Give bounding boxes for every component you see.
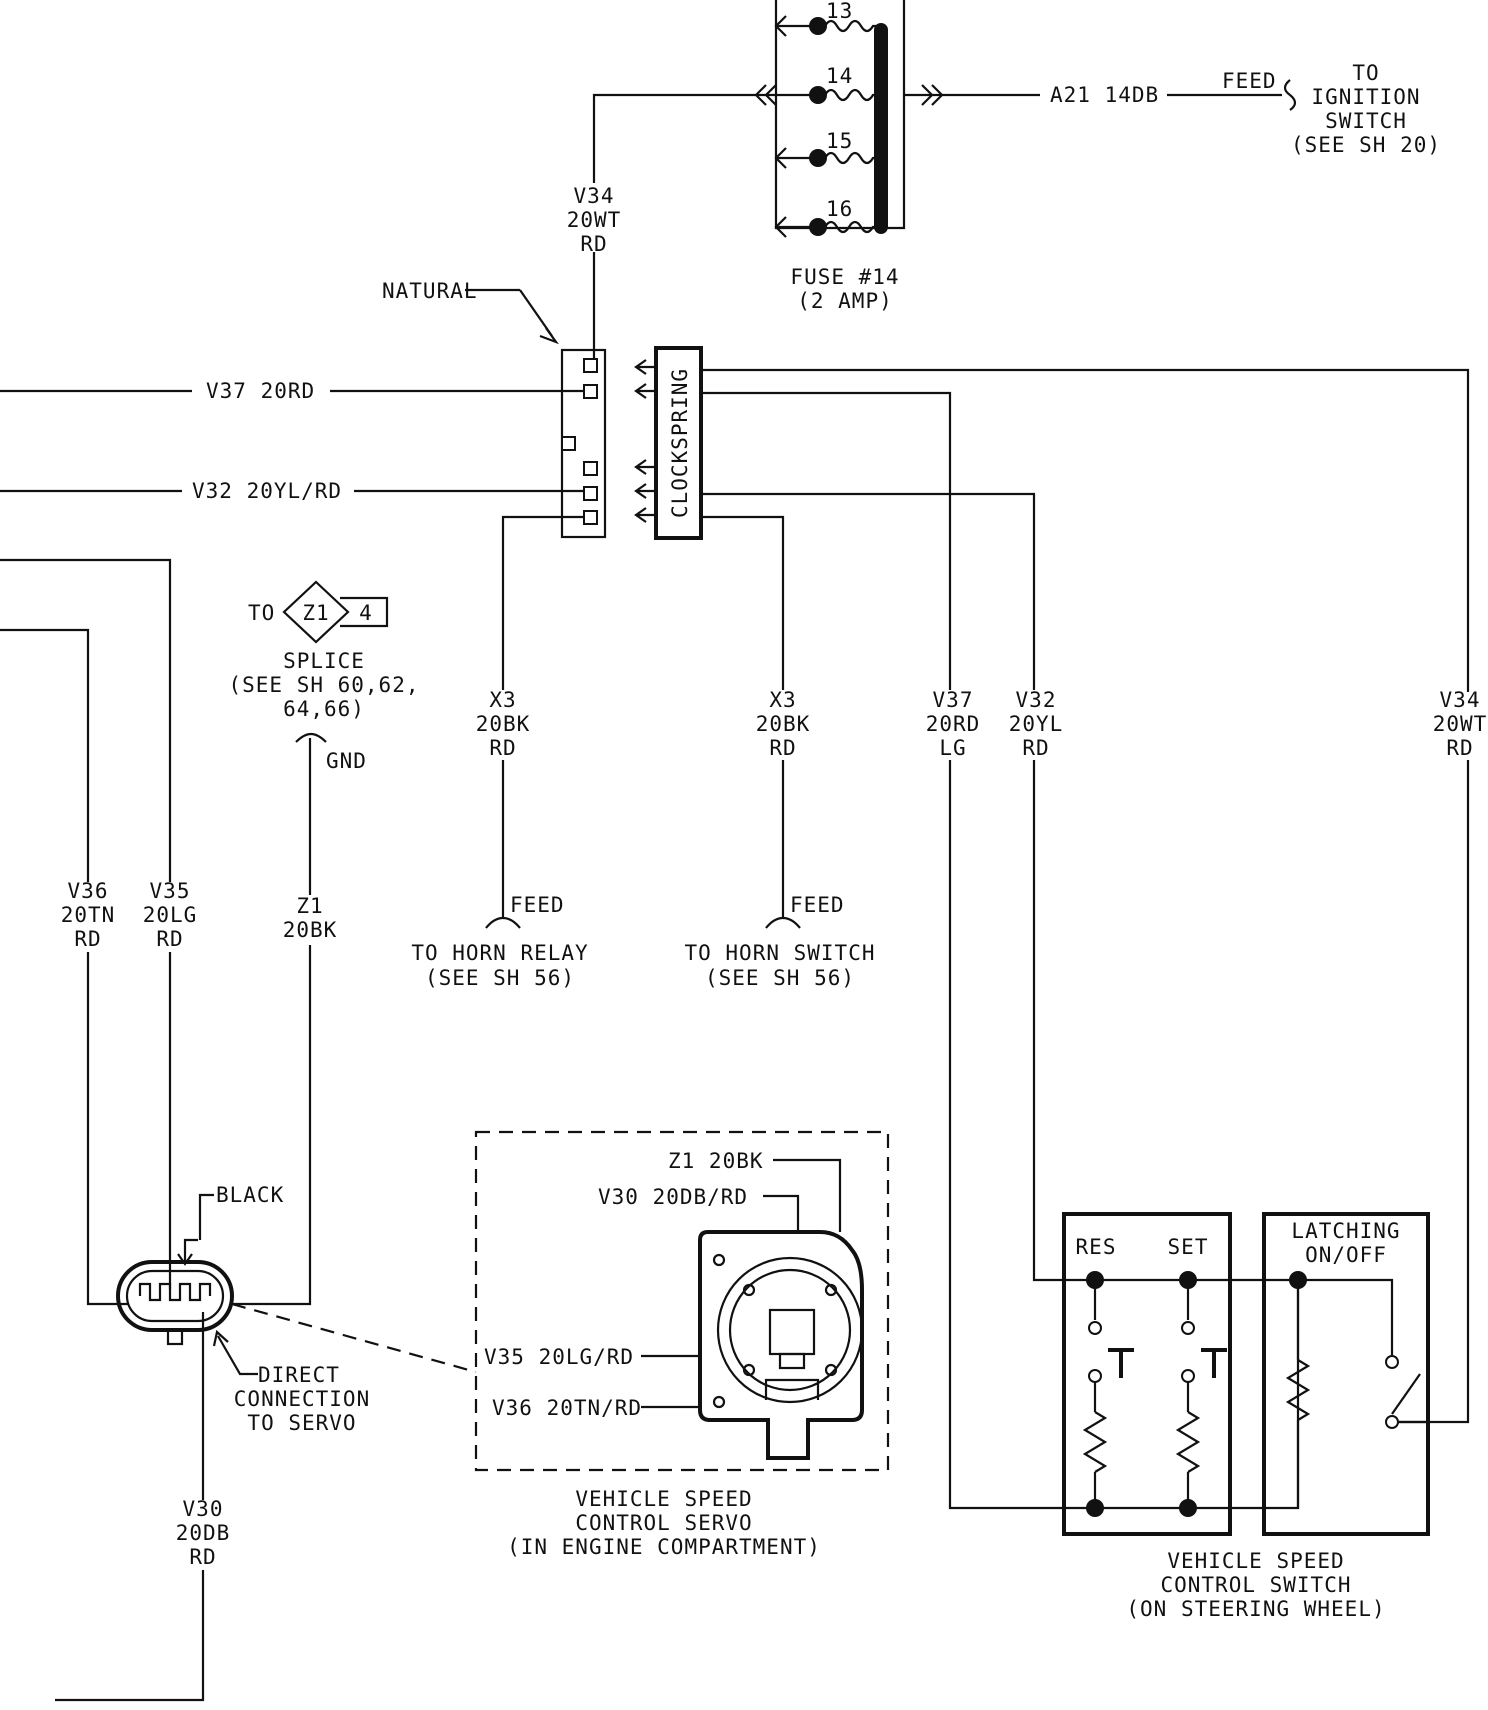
servo-connector-black: BLACK DIRECT CONNECTION TO SERVO (116, 1183, 370, 1435)
switch-caption-2: CONTROL SWITCH (1160, 1573, 1351, 1597)
wire-v30: V30 20DB RD (55, 1312, 231, 1702)
wire-x3-b-2: 20BK (756, 712, 811, 736)
fuse-pin-15: 15 (826, 129, 853, 153)
switch-latching-1: LATCHING (1291, 1219, 1400, 1243)
splice-label: SPLICE (283, 649, 365, 673)
wire-v32-right-2: 20YL (1009, 712, 1064, 736)
wire-x3-b-1: X3 (769, 688, 796, 712)
wire-v30-2: 20DB (176, 1521, 231, 1545)
natural-label: NATURAL (382, 279, 478, 303)
servo-caption-3: (IN ENGINE COMPARTMENT) (507, 1535, 821, 1559)
switch-latching-2: ON/OFF (1305, 1243, 1387, 1267)
switch-caption-1: VEHICLE SPEED (1167, 1549, 1344, 1573)
horn-relay-to-1: TO HORN RELAY (411, 941, 588, 965)
wire-v30-1: V30 (183, 1497, 224, 1521)
wire-v34-right-1: V34 (1440, 688, 1481, 712)
direct-connection-3: TO SERVO (247, 1411, 356, 1435)
servo-caption-1: VEHICLE SPEED (575, 1487, 752, 1511)
wire-v35-2: 20LG (143, 903, 198, 927)
wire-v34-top-1: V34 (574, 184, 615, 208)
direct-connection-1: DIRECT (258, 1363, 340, 1387)
servo-v30-label: V30 20DB/RD (598, 1185, 748, 1209)
fuse-block: 13 14 15 16 FUSE #14 (2 AMP) (754, 0, 1040, 313)
wire-v32-left-label: V32 20YL/RD (192, 479, 342, 503)
splice-see-2: 64,66) (283, 697, 365, 721)
wire-x3-horn-switch: X3 20BK RD FEED TO HORN SWITCH (SEE SH 5… (684, 515, 875, 990)
wire-v37-right-3: LG (939, 736, 966, 760)
wire-v36-3: RD (74, 927, 101, 951)
splice-z1: TO Z1 4 SPLICE (SEE SH 60,62, 64,66) GND (228, 580, 419, 773)
ignition-to-1: TO (1352, 61, 1379, 85)
horn-switch-to-1: TO HORN SWITCH (684, 941, 875, 965)
splice-num: 4 (359, 601, 373, 625)
wire-v37-right: V37 20RD LG (701, 391, 1095, 1510)
wire-v34-top: V34 20WT RD (567, 93, 760, 358)
speed-control-switch: RES SET LATCHING ON/OFF (1062, 1212, 1430, 1621)
horn-relay-to-2: (SEE SH 56) (425, 966, 575, 990)
servo-z1-label: Z1 20BK (668, 1149, 764, 1173)
direct-connection-dashed (231, 1302, 477, 1374)
servo-v36-label: V36 20TN/RD (492, 1396, 642, 1420)
wire-x3-a-1: X3 (489, 688, 516, 712)
wire-z1: Z1 20BK (232, 738, 338, 1306)
horn-switch-feed: FEED (790, 893, 845, 917)
fuse-name: FUSE #14 (790, 265, 899, 289)
servo-caption-2: CONTROL SERVO (575, 1511, 752, 1535)
speed-control-servo: Z1 20BK V30 20DB/RD V35 20LG/RD V36 20TN… (474, 1130, 890, 1559)
wire-v37-left: V37 20RD (0, 379, 584, 403)
splice-to: TO (248, 601, 275, 625)
switch-caption-3: (ON STEERING WHEEL) (1126, 1597, 1385, 1621)
servo-v35-label: V35 20LG/RD (484, 1345, 634, 1369)
wire-x3-b-3: RD (769, 736, 796, 760)
splice-gnd: GND (326, 749, 367, 773)
horn-switch-to-2: (SEE SH 56) (705, 966, 855, 990)
clockspring-label: CLOCKSPRING (668, 368, 692, 518)
splice-id: Z1 (302, 601, 329, 625)
wire-v37-right-1: V37 (933, 688, 974, 712)
wire-v32-left: V32 20YL/RD (0, 479, 584, 503)
wire-x3-a-2: 20BK (476, 712, 531, 736)
fuse-pin-16: 16 (826, 197, 853, 221)
ignition-feed: A21 14DB FEED TO IGNITION SWITCH (SEE SH… (1050, 61, 1441, 157)
wire-v36: V36 20TN RD (0, 628, 128, 1306)
clockspring: CLOCKSPRING (634, 346, 703, 540)
wire-z1-1: Z1 (296, 894, 323, 918)
wire-v32-right: V32 20YL RD (701, 492, 1095, 1282)
switch-set-label: SET (1168, 1235, 1209, 1259)
wire-v34-top-3: RD (580, 232, 607, 256)
wire-a21: A21 14DB (1050, 83, 1159, 107)
wire-v32-right-1: V32 (1016, 688, 1057, 712)
wire-v36-2: 20TN (61, 903, 116, 927)
ignition-to-2: IGNITION (1311, 85, 1420, 109)
wire-v34-right-3: RD (1446, 736, 1473, 760)
wire-v37-right-2: 20RD (926, 712, 981, 736)
wire-v32-right-3: RD (1022, 736, 1049, 760)
wire-v35-1: V35 (150, 879, 191, 903)
wire-z1-2: 20BK (283, 918, 338, 942)
fuse-pin-13: 13 (826, 0, 853, 23)
wire-v34-top-2: 20WT (567, 208, 622, 232)
horn-relay-feed: FEED (510, 893, 565, 917)
natural-connector: NATURAL (382, 279, 607, 539)
splice-see-1: (SEE SH 60,62, (228, 673, 419, 697)
wire-v34-right-2: 20WT (1433, 712, 1488, 736)
wire-x3-horn-relay: X3 20BK RD FEED TO HORN RELAY (SEE SH 56… (411, 515, 588, 990)
ignition-to-4: (SEE SH 20) (1291, 133, 1441, 157)
switch-res-label: RES (1076, 1235, 1117, 1259)
direct-connection-2: CONNECTION (234, 1387, 370, 1411)
fuse-pin-14: 14 (826, 64, 853, 88)
black-label: BLACK (216, 1183, 284, 1207)
wire-v35: V35 20LG RD (0, 558, 198, 1290)
ignition-feed-label: FEED (1222, 69, 1277, 93)
wire-v37-left-label: V37 20RD (206, 379, 315, 403)
ignition-to-3: SWITCH (1325, 109, 1407, 133)
wire-x3-a-3: RD (489, 736, 516, 760)
wire-v35-3: RD (156, 927, 183, 951)
fuse-rating: (2 AMP) (797, 289, 893, 313)
wire-v36-1: V36 (68, 879, 109, 903)
wire-v30-3: RD (189, 1545, 216, 1569)
